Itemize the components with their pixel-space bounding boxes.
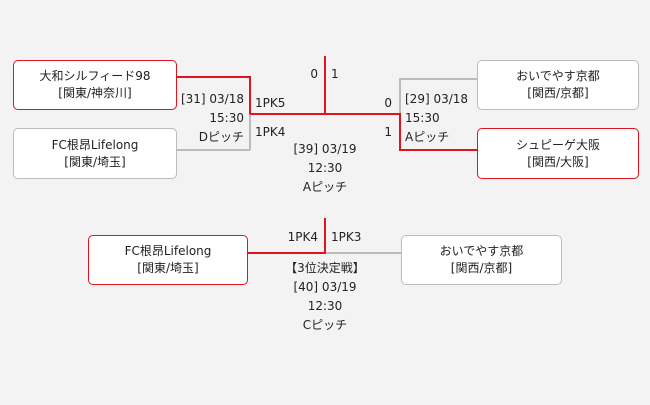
match-venue: Aピッチ — [405, 130, 450, 144]
bracket-line — [249, 114, 251, 150]
bracket-line-winner — [324, 218, 326, 254]
score-top: 1PK5 — [255, 96, 286, 110]
team-region: [関東/神奈川] — [58, 86, 132, 100]
third-place-info: 【3位決定戦】 [40] 03/19 12:30 Cピッチ — [250, 259, 400, 335]
team-box-oideyasu[interactable]: おいでやす京都 [関西/京都] — [477, 60, 639, 110]
bracket-line — [400, 78, 477, 80]
score-bottom: 1PK4 — [255, 125, 286, 139]
team-region: [関西/京都] — [450, 261, 513, 275]
bracket-line — [177, 149, 250, 151]
bracket-line-winner — [399, 114, 401, 151]
final-line-winner — [324, 56, 326, 114]
team-region: [関東/埼玉] — [64, 154, 126, 169]
final-score-left: 0 — [310, 67, 318, 81]
score-bottom: 1 — [384, 125, 392, 139]
team-name: FC根昂Lifelong — [51, 137, 139, 152]
bracket-line-winner — [248, 252, 326, 254]
bracket-line-winner — [177, 76, 250, 78]
match-time: 12:30 — [307, 161, 343, 175]
team-name: おいでやす京都 — [516, 69, 600, 83]
third-place-title: 【3位決定戦】 — [285, 261, 365, 275]
team-box-spiege[interactable]: シュピーゲ大阪 [関西/大阪] — [477, 128, 639, 179]
final-info: [39] 03/19 12:30 Aピッチ — [250, 140, 400, 197]
bracket-line-winner — [249, 76, 251, 114]
score-right: 1PK3 — [331, 230, 362, 244]
match-time: 15:30 — [209, 111, 244, 125]
team-box-oideyasu-3rd[interactable]: おいでやす京都 [関西/京都] — [401, 235, 562, 285]
team-box-fc-konbo[interactable]: FC根昂Lifelong [関東/埼玉] — [13, 128, 177, 179]
match-time: 15:30 — [405, 111, 440, 125]
team-box-fc-konbo-3rd[interactable]: FC根昂Lifelong [関東/埼玉] — [88, 235, 248, 285]
match-venue: Aピッチ — [302, 180, 348, 194]
match-number: [29] 03/18 — [405, 92, 469, 106]
match-time: 12:30 — [307, 299, 343, 313]
team-region: [関西/大阪] — [527, 154, 589, 169]
team-region: [関東/埼玉] — [137, 261, 199, 275]
team-name: おいでやす京都 — [439, 244, 524, 258]
team-region: [関西/京都] — [527, 86, 589, 100]
match-number: [40] 03/19 — [293, 280, 357, 294]
bracket-line — [326, 252, 401, 254]
bracket-line — [399, 78, 401, 115]
match-number: [39] 03/19 — [293, 142, 357, 156]
score-top: 0 — [384, 96, 392, 110]
bracket-line-winner — [399, 149, 477, 151]
bracket-line-winner — [325, 113, 401, 115]
match-venue: Dピッチ — [198, 130, 244, 144]
match-number: [31] 03/18 — [180, 92, 244, 106]
match-venue: Cピッチ — [302, 318, 348, 332]
final-score-right: 1 — [331, 67, 339, 81]
team-name: シュピーゲ大阪 — [515, 137, 600, 152]
bracket-line-winner — [250, 113, 325, 115]
team-name: FC根昂Lifelong — [124, 244, 212, 258]
team-box-yamato[interactable]: 大和シルフィード98 [関東/神奈川] — [13, 60, 177, 110]
team-name: 大和シルフィード98 — [39, 69, 151, 83]
score-left: 1PK4 — [287, 230, 318, 244]
